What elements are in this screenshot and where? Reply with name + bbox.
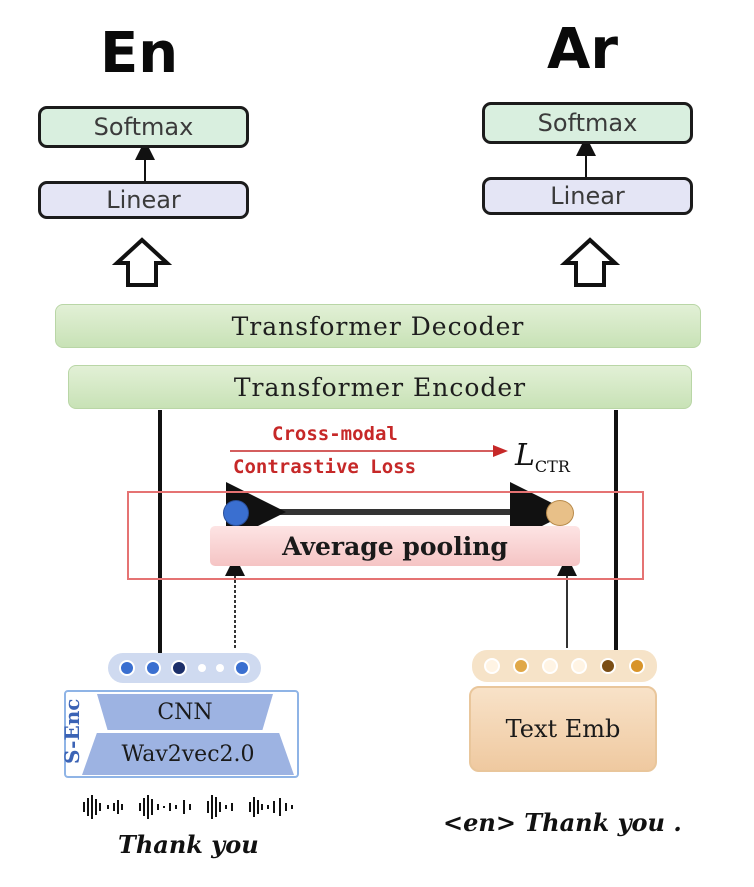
text-feature-sequence — [472, 650, 657, 682]
right-softmax-box: Softmax — [482, 102, 693, 144]
text-feature-node — [542, 658, 559, 674]
right-linear-box: Linear — [482, 177, 693, 215]
text-feature-node — [628, 658, 645, 674]
left-softmax-box: Softmax — [38, 106, 249, 148]
text-pooled-node — [546, 500, 574, 526]
text-feature-node — [513, 658, 530, 674]
hollow-up-arrow-icon — [111, 237, 173, 287]
average-pooling-bar: Average pooling — [210, 526, 580, 566]
transformer-encoder: Transformer Encoder — [68, 365, 692, 409]
hollow-up-arrow-icon — [559, 237, 621, 287]
speech-feature-node — [197, 664, 206, 672]
text-caption: <en> Thank you . — [443, 808, 682, 837]
speech-feature-node — [119, 660, 136, 676]
speech-feature-sequence — [108, 653, 261, 683]
loss-symbol: LCTR — [515, 438, 570, 476]
speech-pooled-node — [223, 500, 249, 526]
english-output-label: En — [100, 21, 179, 86]
waveform-icon — [83, 795, 293, 819]
speech-feature-node — [145, 660, 162, 676]
text-feature-node — [484, 658, 501, 674]
speech-caption: Thank you — [118, 830, 259, 859]
speech-feature-node — [233, 660, 250, 676]
text-feature-node — [599, 658, 616, 674]
speech-feature-node — [215, 664, 224, 672]
pooling-frame — [127, 491, 644, 580]
cnn-block: CNN — [97, 694, 273, 730]
loss-title-line2: Contrastive Loss — [233, 456, 417, 478]
speech-encoder-frame — [64, 690, 299, 778]
transformer-decoder: Transformer Decoder — [55, 304, 701, 348]
loss-title-line1: Cross-modal — [272, 423, 398, 445]
wav2vec-block: Wav2vec2.0 — [82, 733, 294, 775]
speech-encoder-label: S-Enc — [60, 698, 84, 764]
text-embedding-block: Text Emb — [469, 686, 657, 772]
left-linear-box: Linear — [38, 181, 249, 219]
arabic-output-label: Ar — [547, 17, 618, 82]
speech-feature-node — [171, 660, 188, 676]
text-feature-node — [570, 658, 587, 674]
